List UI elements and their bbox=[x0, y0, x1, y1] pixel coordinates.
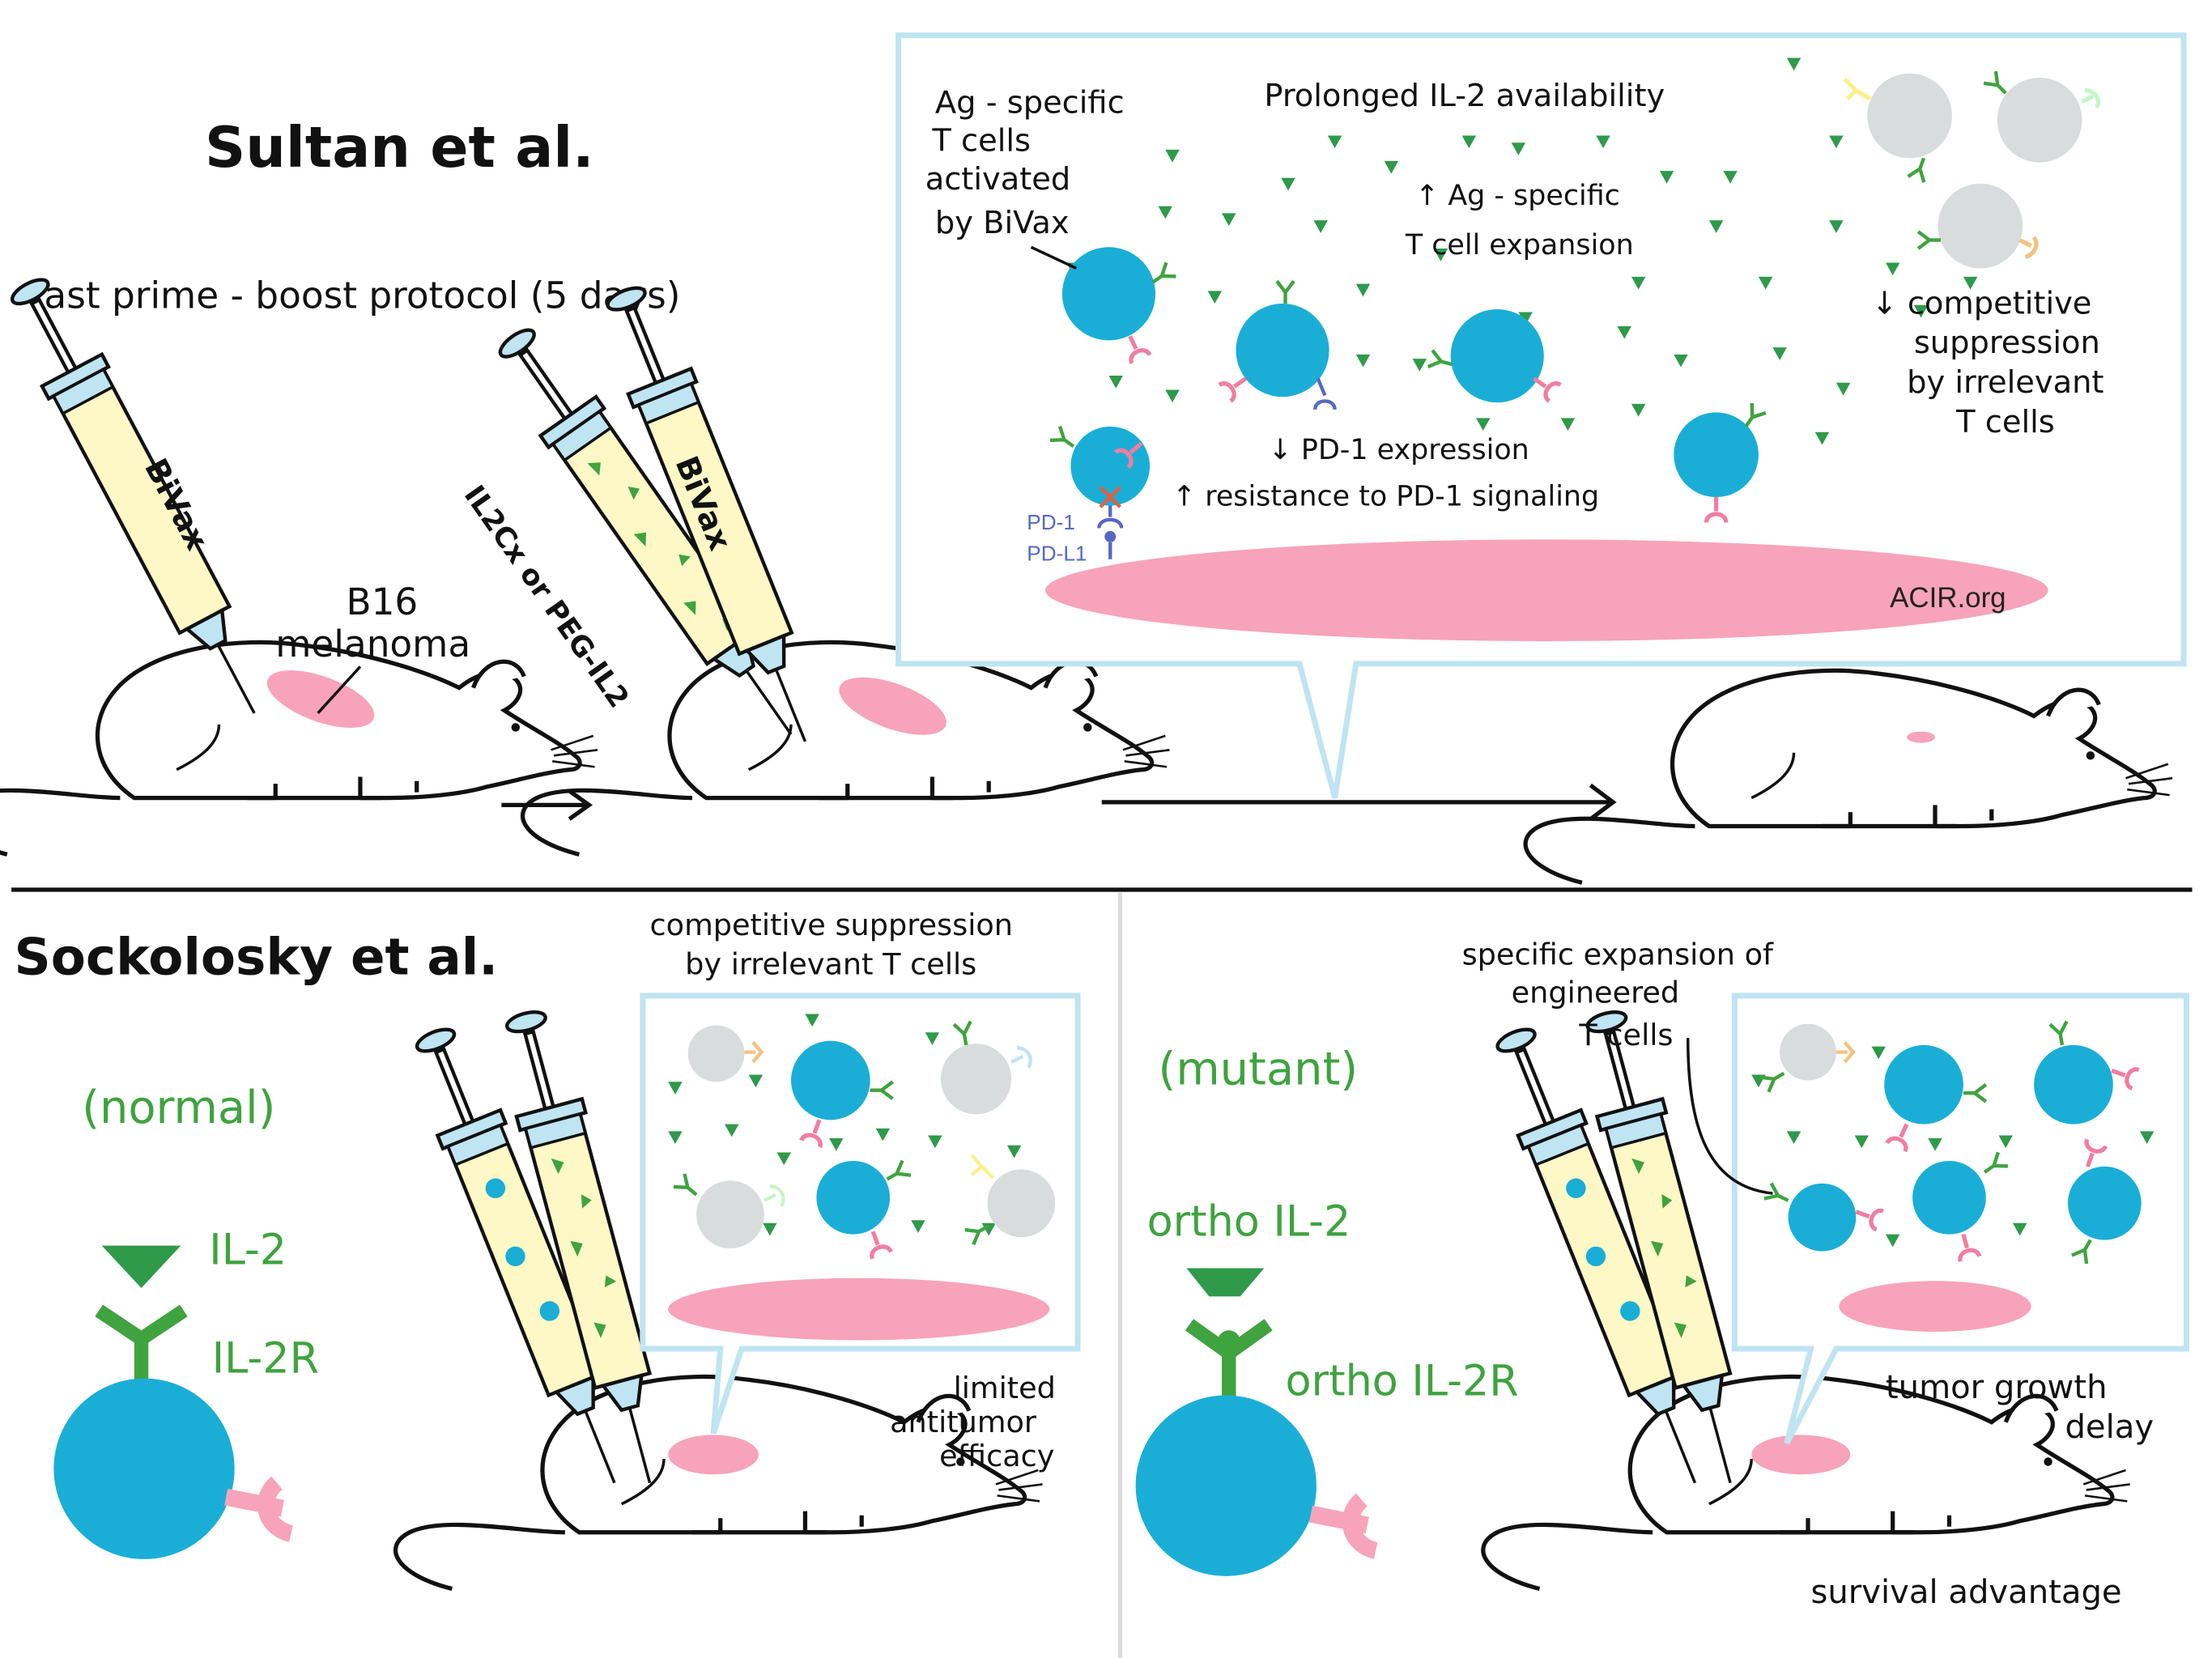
tumor-bottom-left bbox=[668, 1278, 1050, 1341]
comp-supp-line1: competitive suppression bbox=[650, 908, 1013, 942]
syringe-cells-left bbox=[401, 1020, 645, 1496]
comp-supp-line2: by irrelevant T cells bbox=[685, 947, 976, 982]
spec-exp-line3: T cells bbox=[1578, 1018, 1673, 1052]
t-cell-br-1 bbox=[1884, 1044, 1986, 1151]
irrelevant-cell-bl-2 bbox=[940, 1022, 1032, 1115]
competitive-line1: ↓ competitive bbox=[1871, 285, 2091, 321]
tumor-top-panel bbox=[1044, 539, 2048, 641]
t-cell-top-3 bbox=[1428, 309, 1561, 402]
t-cell-br-2 bbox=[2034, 1022, 2139, 1124]
tumor-growth-line2: delay bbox=[2065, 1409, 2154, 1446]
irrelevant-cell-bl-3 bbox=[674, 1174, 785, 1249]
prolonged-il2: Prolonged IL-2 availability bbox=[1264, 78, 1665, 114]
tumor-label-melanoma: melanoma bbox=[275, 623, 470, 665]
spec-expansion-pointer bbox=[1686, 1038, 1773, 1195]
il2-legend bbox=[101, 1245, 181, 1288]
irrelevant-cell-top-2 bbox=[1984, 71, 2101, 163]
bottom-right-panel bbox=[1731, 993, 2190, 1445]
t-cell-legend-mutant bbox=[1135, 1395, 1379, 1576]
syringe-cells-right bbox=[1482, 1020, 1726, 1496]
t-cell-top-4 bbox=[1674, 403, 1766, 522]
ag-specific-line4: by BiVax bbox=[935, 205, 1070, 241]
ortho-il2-legend bbox=[1186, 1268, 1265, 1297]
tumor-growth-line1: tumor growth bbox=[1886, 1369, 2108, 1406]
spec-exp-line2: engineered bbox=[1512, 976, 1679, 1010]
survival-advantage: survival advantage bbox=[1810, 1574, 2121, 1611]
mouse-4 bbox=[396, 1377, 1043, 1589]
spec-exp-line1: specific expansion of bbox=[1462, 937, 1774, 971]
t-cell-br-5 bbox=[2067, 1139, 2142, 1264]
normal-label: (normal) bbox=[82, 1082, 275, 1134]
t-cell-top-2 bbox=[1219, 281, 1337, 410]
limited-line2: antitumor bbox=[890, 1405, 1037, 1439]
arrow-1 bbox=[501, 789, 593, 821]
protocol-label: fast prime - boost protocol (5 days) bbox=[31, 274, 680, 317]
tumor-bottom-right bbox=[1839, 1281, 2031, 1333]
expansion-line1: ↑ Ag - specific bbox=[1415, 180, 1620, 212]
irrelevant-cell-bl-4 bbox=[965, 1154, 1056, 1244]
sultan-title: Sultan et al. bbox=[205, 115, 594, 181]
mouse-3 bbox=[1525, 670, 2172, 882]
pd1-resistance: ↑ resistance to PD-1 signaling bbox=[1172, 481, 1599, 513]
top-panel: ACIR.org bbox=[895, 32, 2187, 799]
mouse-2 bbox=[523, 642, 1170, 854]
irrelevant-cell-top-3 bbox=[1918, 183, 2039, 269]
t-cell-bl-2 bbox=[816, 1161, 911, 1259]
tumor-label-b16: B16 bbox=[346, 580, 418, 623]
irrelevant-cell-bl-1 bbox=[687, 1025, 764, 1082]
irrelevant-cell-top-1 bbox=[1843, 73, 1952, 182]
mouse-5 bbox=[1483, 1377, 2130, 1589]
competitive-line4: T cells bbox=[1955, 404, 2055, 440]
tumor-mouse-1 bbox=[266, 670, 375, 728]
t-cell-legend-normal bbox=[53, 1378, 294, 1559]
pd1-expression: ↓ PD-1 expression bbox=[1269, 434, 1529, 466]
tumor-mouse-3 bbox=[1907, 731, 1935, 743]
competitive-line2: suppression bbox=[1914, 325, 2100, 361]
competitive-line3: by irrelevant bbox=[1907, 364, 2104, 401]
mouse-1 bbox=[0, 642, 598, 854]
ag-specific-line3: activated bbox=[925, 161, 1071, 198]
ag-specific-line2: T cells bbox=[931, 123, 1031, 159]
arrow-2 bbox=[1101, 783, 1617, 821]
pd1-label: PD-1 bbox=[1027, 510, 1075, 534]
pdl1-label: PD-L1 bbox=[1027, 542, 1087, 566]
il2r-legend-label: IL-2R bbox=[212, 1334, 319, 1384]
tumor-mouse-5 bbox=[1751, 1435, 1851, 1475]
t-cell-top-1 bbox=[1061, 247, 1176, 363]
bottom-left-panel bbox=[640, 993, 1081, 1435]
irrelevant-cell-br-1 bbox=[1760, 1023, 1856, 1092]
il2r-legend bbox=[95, 1304, 188, 1384]
limited-line3: efficacy bbox=[939, 1439, 1054, 1473]
mutant-label: (mutant) bbox=[1159, 1044, 1359, 1096]
ortho-il2r-label: ortho IL-2R bbox=[1286, 1357, 1519, 1406]
tumor-mouse-4 bbox=[668, 1435, 759, 1475]
sockolosky-title: Sockolosky et al. bbox=[15, 928, 499, 987]
t-cell-top-5-pd1 bbox=[1050, 427, 1151, 559]
ortho-il2-label: ortho IL-2 bbox=[1147, 1197, 1351, 1246]
tumor-mouse-2 bbox=[839, 677, 946, 735]
ag-specific-line1: Ag - specific bbox=[935, 85, 1125, 121]
il2-legend-label: IL-2 bbox=[209, 1225, 287, 1274]
limited-line1: limited bbox=[954, 1371, 1056, 1405]
t-cell-br-3 bbox=[1764, 1184, 1883, 1252]
t-cell-bl-1 bbox=[790, 1040, 893, 1147]
t-cell-br-4 bbox=[1912, 1152, 2008, 1261]
ortho-il2r-legend bbox=[1185, 1319, 1273, 1399]
expansion-line2: T cell expansion bbox=[1405, 229, 1634, 261]
watermark: ACIR.org bbox=[1890, 582, 2006, 614]
